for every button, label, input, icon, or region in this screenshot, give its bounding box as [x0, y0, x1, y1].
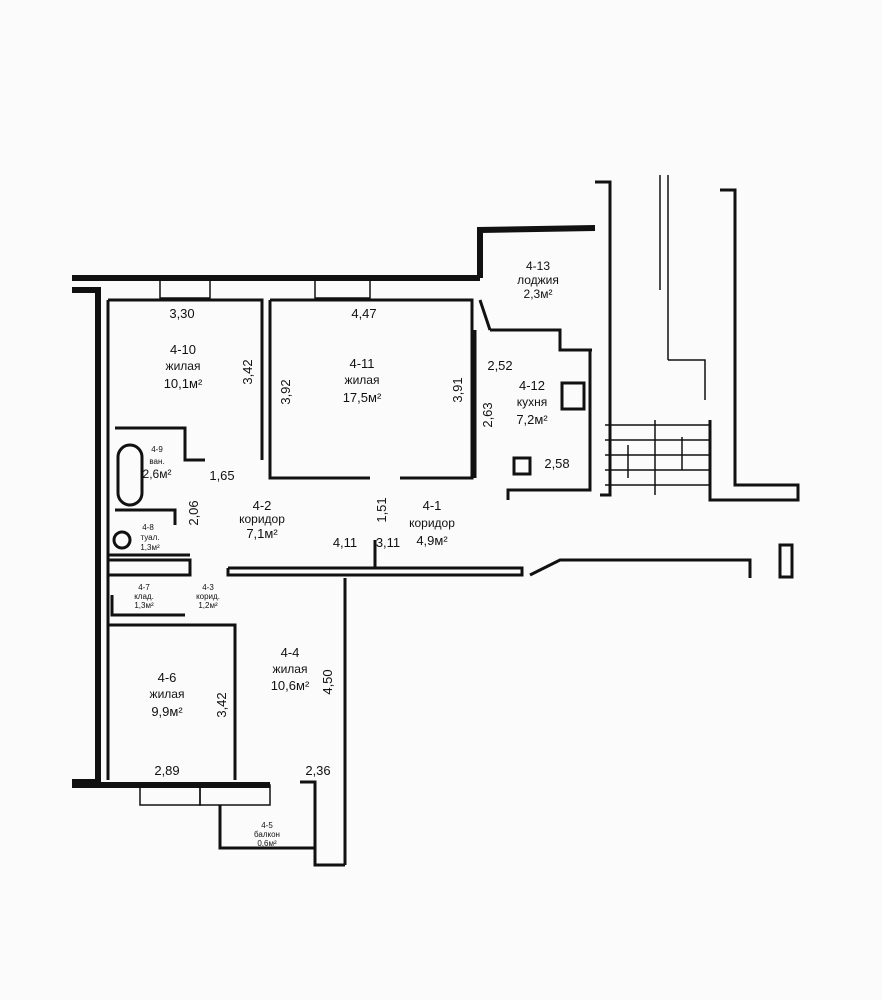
room-labels: 4-10 жилая 10,1м² 4-11 жилая 17,5м² 4-12 кухн… [134, 259, 559, 848]
svg-text:3,30: 3,30 [169, 306, 194, 321]
svg-text:коридор: коридор [239, 512, 285, 526]
room-4-11: 4-11 жилая 17,5м² [343, 356, 382, 405]
svg-text:4-11: 4-11 [349, 356, 374, 371]
room-4-9: 4-9 ван.2,6м² [143, 445, 172, 481]
svg-text:туал.: туал. [140, 533, 159, 542]
dimension-labels: 3,30 4,47 3,42 3,92 3,91 2,52 2,63 2,58 … [154, 306, 569, 778]
room-4-12: 4-12 кухня 7,2м² [516, 378, 548, 427]
svg-text:4-7: 4-7 [138, 583, 150, 592]
room-4-4: 4-4 жилая 10,6м² [271, 645, 310, 693]
svg-text:4,50: 4,50 [320, 669, 335, 694]
svg-text:4-12: 4-12 [519, 378, 545, 393]
svg-text:2,89: 2,89 [154, 763, 179, 778]
svg-text:3,42: 3,42 [240, 359, 255, 384]
svg-text:2,58: 2,58 [544, 456, 569, 471]
svg-text:10,6м²: 10,6м² [271, 678, 310, 693]
svg-text:ван.: ван. [149, 457, 164, 466]
svg-text:4-1: 4-1 [423, 498, 442, 513]
svg-text:17,5м²: 17,5м² [343, 390, 382, 405]
svg-text:2,36: 2,36 [305, 763, 330, 778]
svg-text:7,1м²: 7,1м² [246, 526, 278, 541]
svg-text:4-13: 4-13 [526, 259, 550, 273]
svg-text:2,3м²: 2,3м² [524, 287, 553, 301]
svg-text:2,6м²: 2,6м² [143, 467, 172, 481]
svg-text:10,1м²: 10,1м² [164, 376, 203, 391]
svg-text:4-2: 4-2 [253, 498, 272, 513]
svg-text:3,91: 3,91 [450, 377, 465, 402]
svg-text:3,92: 3,92 [278, 379, 293, 404]
stairs [605, 420, 710, 495]
svg-text:4,9м²: 4,9м² [416, 533, 448, 548]
svg-text:4,11: 4,11 [333, 535, 357, 550]
svg-text:1,51: 1,51 [374, 497, 389, 522]
walls [72, 175, 800, 867]
svg-text:4-5: 4-5 [261, 821, 273, 830]
svg-text:9,9м²: 9,9м² [151, 704, 183, 719]
room-4-10: 4-10 жилая 10,1м² [164, 342, 203, 391]
svg-text:4-4: 4-4 [281, 645, 300, 660]
svg-text:4-10: 4-10 [170, 342, 196, 357]
svg-text:коридор: коридор [409, 516, 455, 530]
svg-text:7,2м²: 7,2м² [516, 412, 548, 427]
svg-text:1,3м²: 1,3м² [134, 601, 154, 610]
svg-text:корид.: корид. [196, 592, 220, 601]
room-4-1: 4-1 коридор 4,9м² [409, 498, 455, 548]
svg-text:балкон: балкон [254, 830, 280, 839]
svg-text:клад.: клад. [134, 592, 154, 601]
svg-text:жилая: жилая [273, 662, 308, 676]
svg-text:жилая: жилая [150, 687, 185, 701]
svg-text:1,2м²: 1,2м² [198, 601, 218, 610]
svg-text:4,47: 4,47 [351, 306, 376, 321]
svg-text:3,11: 3,11 [376, 535, 400, 550]
svg-text:0,6м²: 0,6м² [257, 839, 277, 848]
svg-text:2,52: 2,52 [487, 358, 512, 373]
svg-text:4-9: 4-9 [151, 445, 163, 454]
svg-text:3,42: 3,42 [214, 692, 229, 717]
svg-text:4-6: 4-6 [158, 670, 177, 685]
svg-text:лоджия: лоджия [517, 273, 559, 287]
room-4-6: 4-6 жилая 9,9м² [150, 670, 185, 719]
svg-text:2,63: 2,63 [480, 402, 495, 427]
svg-text:жилая: жилая [345, 373, 380, 387]
svg-text:жилая: жилая [166, 359, 201, 373]
svg-text:1,65: 1,65 [209, 468, 234, 483]
svg-text:4-8: 4-8 [142, 523, 154, 532]
svg-text:4-3: 4-3 [202, 583, 214, 592]
svg-text:1,3м²: 1,3м² [140, 543, 160, 552]
svg-text:кухня: кухня [517, 395, 548, 409]
svg-text:2,06: 2,06 [186, 500, 201, 525]
